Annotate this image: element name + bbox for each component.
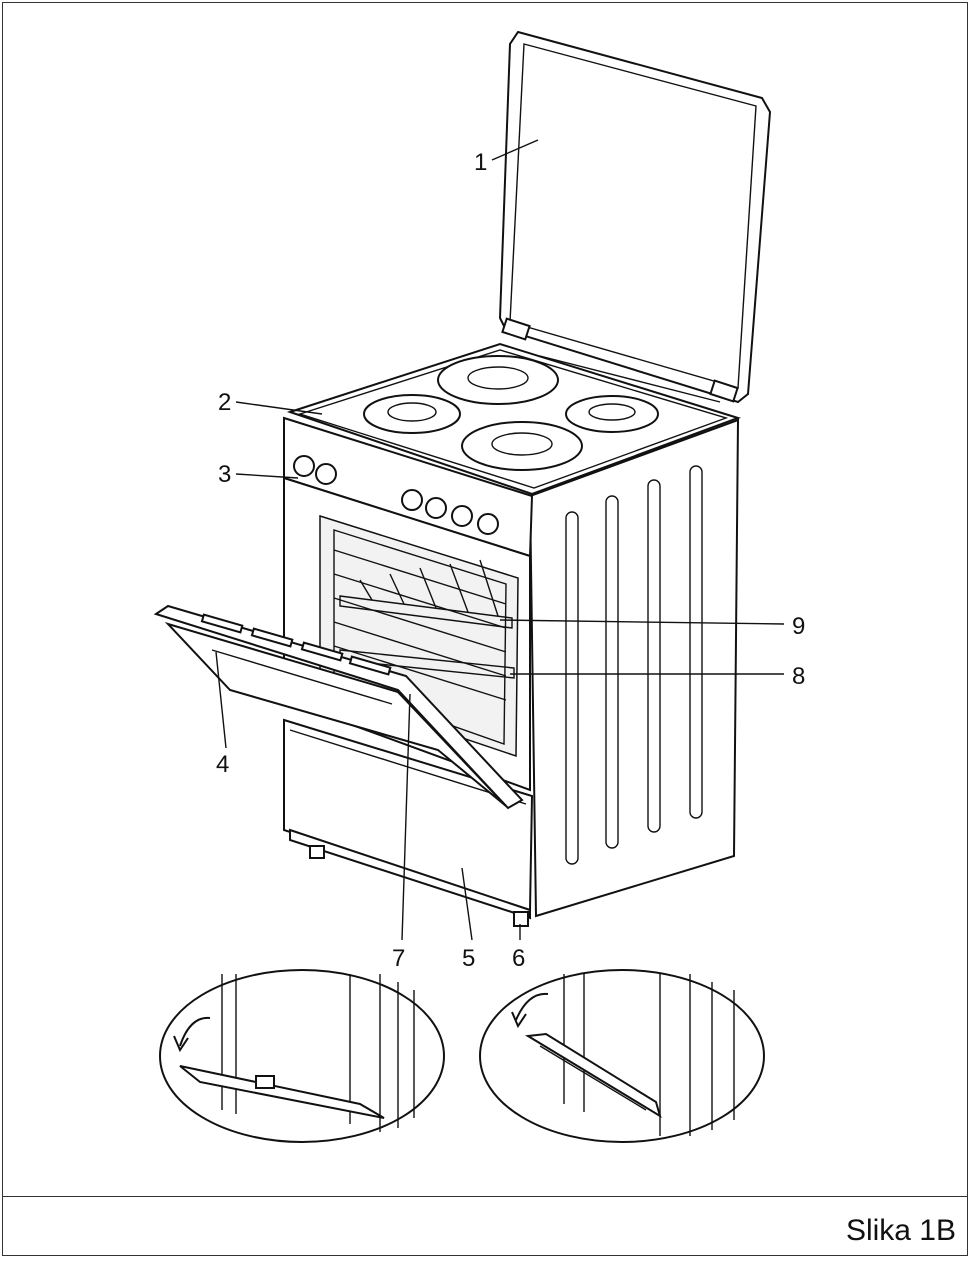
hot-plate-back-left bbox=[437, 355, 559, 405]
figure-caption: Slika 1B bbox=[845, 1214, 956, 1247]
cooker-side-panel bbox=[528, 418, 740, 918]
oven-door bbox=[153, 604, 524, 810]
hot-plate-right bbox=[565, 395, 659, 433]
hot-plate-front bbox=[461, 421, 583, 471]
door-detail-right bbox=[479, 969, 765, 1143]
adjustable-foot bbox=[513, 911, 529, 927]
callout-1: 1 bbox=[474, 149, 487, 176]
callout-2: 2 bbox=[218, 389, 231, 416]
cooker-diagram: 1 2 3 4 5 6 7 8 9 bbox=[153, 30, 805, 1143]
hot-plate-left bbox=[363, 394, 461, 434]
callout-6: 6 bbox=[512, 945, 525, 972]
callout-9: 9 bbox=[792, 613, 805, 640]
callout-7: 7 bbox=[392, 945, 405, 972]
hob-top bbox=[286, 342, 742, 496]
cooker-lid bbox=[498, 30, 772, 404]
callout-4: 4 bbox=[216, 751, 229, 778]
callout-8: 8 bbox=[792, 663, 805, 690]
control-panel bbox=[283, 416, 534, 558]
oven-shelf-rails bbox=[333, 549, 507, 701]
door-detail-left bbox=[159, 969, 445, 1143]
caption-divider bbox=[2, 1196, 968, 1197]
callout-5: 5 bbox=[462, 945, 475, 972]
wire-rack bbox=[339, 559, 513, 629]
control-knob bbox=[293, 455, 499, 535]
storage-drawer bbox=[283, 718, 534, 920]
leader-lines bbox=[215, 139, 785, 941]
callout-3: 3 bbox=[218, 461, 231, 488]
